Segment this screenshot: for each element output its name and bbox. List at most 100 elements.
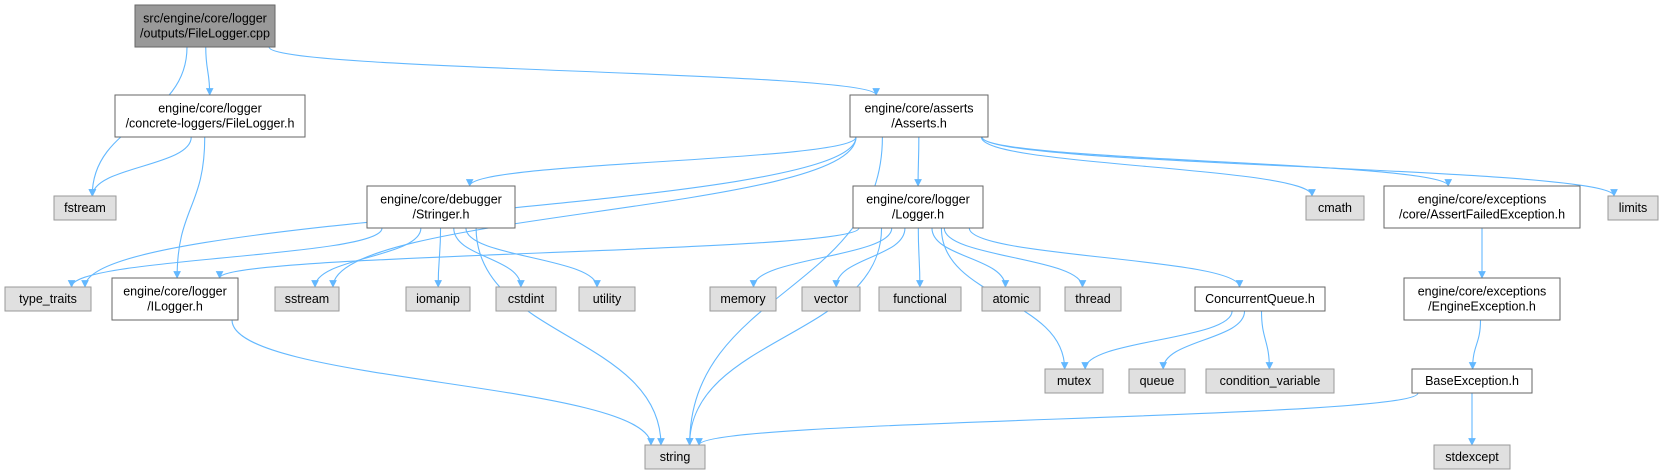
edge-asserts_h-to-cmath (980, 136, 1316, 197)
node-box-assertfailed_h (1383, 185, 1581, 229)
node-logger_h[interactable]: engine/core/logger/Logger.h (852, 185, 984, 229)
node-root[interactable]: src/engine/core/logger/outputs/FileLogge… (134, 4, 276, 48)
node-label-queue-0: queue (1140, 374, 1175, 388)
edge-root-to-filelogger_h (205, 46, 214, 96)
edge-root-to-asserts_h (268, 46, 880, 96)
node-label-cstdint-0: cstdint (508, 292, 545, 306)
node-label-ilogger_h-1: /ILogger.h (147, 300, 203, 314)
edge-engineexception_h-to-baseexception_h (1468, 319, 1482, 370)
node-concurrentqueue_h[interactable]: ConcurrentQueue.h (1194, 286, 1326, 312)
edge-logger_h-to-ilogger_h (215, 227, 860, 279)
node-box-condition_variable (1205, 368, 1335, 394)
node-cmath: cmath (1305, 195, 1365, 221)
node-label-sstream-0: sstream (285, 292, 329, 306)
node-box-atomic (981, 286, 1041, 312)
edges-layer (67, 46, 1618, 446)
node-label-root-0: src/engine/core/logger (143, 12, 267, 26)
node-label-iomanip-0: iomanip (416, 292, 460, 306)
node-box-stringer_h (366, 185, 516, 229)
edge-logger_h-to-memory (749, 227, 893, 288)
node-stringer_h[interactable]: engine/core/debugger/Stringer.h (366, 185, 516, 229)
node-label-fstream-0: fstream (64, 201, 106, 215)
node-box-cmath (1305, 195, 1365, 221)
edge-asserts_h-to-limits (981, 136, 1618, 197)
node-label-vector-0: vector (814, 292, 848, 306)
node-ilogger_h[interactable]: engine/core/logger/ILogger.h (111, 277, 239, 321)
node-assertfailed_h[interactable]: engine/core/exceptions/core/AssertFailed… (1383, 185, 1581, 229)
node-queue: queue (1128, 368, 1186, 394)
node-vector: vector (801, 286, 861, 312)
node-label-asserts_h-1: /Asserts.h (891, 117, 947, 131)
node-label-limits-0: limits (1619, 201, 1647, 215)
node-iomanip: iomanip (405, 286, 471, 312)
node-box-vector (801, 286, 861, 312)
node-functional: functional (878, 286, 962, 312)
node-box-functional (878, 286, 962, 312)
node-box-memory (709, 286, 777, 312)
edge-filelogger_h-to-fstream (88, 136, 192, 197)
node-label-condition_variable-0: condition_variable (1220, 374, 1321, 388)
node-engineexception_h[interactable]: engine/core/exceptions/EngineException.h (1403, 277, 1561, 321)
node-baseexception_h[interactable]: BaseException.h (1411, 368, 1533, 394)
node-type_traits: type_traits (4, 286, 92, 312)
node-label-asserts_h-0: engine/core/asserts (864, 102, 973, 116)
node-box-queue (1128, 368, 1186, 394)
node-box-utility (578, 286, 636, 312)
node-label-type_traits-0: type_traits (19, 292, 77, 306)
node-filelogger_h[interactable]: engine/core/logger/concrete-loggers/File… (114, 94, 306, 138)
node-box-logger_h (852, 185, 984, 229)
node-label-baseexception_h-0: BaseException.h (1425, 374, 1519, 388)
node-box-thread (1064, 286, 1122, 312)
node-label-logger_h-1: /Logger.h (892, 208, 944, 222)
edge-stringer_h-to-sstream (311, 227, 422, 288)
node-label-utility-0: utility (593, 292, 622, 306)
edge-logger_h-to-string (685, 227, 883, 446)
node-memory: memory (709, 286, 777, 312)
node-box-stdexcept (1433, 444, 1511, 470)
node-cstdint: cstdint (495, 286, 557, 312)
nodes-layer: src/engine/core/logger/outputs/FileLogge… (4, 4, 1659, 470)
edge-stringer_h-to-utility (465, 227, 601, 288)
node-box-limits (1607, 195, 1659, 221)
node-label-cmath-0: cmath (1318, 201, 1352, 215)
edge-logger_h-to-thread (943, 227, 1087, 288)
node-fstream: fstream (53, 195, 117, 221)
edge-logger_h-to-vector (832, 227, 906, 288)
node-label-engineexception_h-1: /EngineException.h (1428, 300, 1536, 314)
node-string: string (644, 444, 706, 470)
node-label-assertfailed_h-1: /core/AssertFailedException.h (1399, 208, 1565, 222)
node-label-assertfailed_h-0: engine/core/exceptions (1418, 193, 1547, 207)
node-box-engineexception_h (1403, 277, 1561, 321)
node-label-ilogger_h-0: engine/core/logger (123, 285, 227, 299)
node-label-atomic-0: atomic (993, 292, 1030, 306)
edge-logger_h-to-functional (916, 227, 924, 288)
edge-logger_h-to-atomic (931, 227, 1010, 288)
edge-asserts_h-to-stringer_h (465, 136, 857, 187)
node-mutex: mutex (1044, 368, 1104, 394)
node-box-baseexception_h (1411, 368, 1533, 394)
node-label-logger_h-0: engine/core/logger (866, 193, 970, 207)
node-box-iomanip (405, 286, 471, 312)
node-thread: thread (1064, 286, 1122, 312)
node-box-asserts_h (849, 94, 989, 138)
edge-concurrentqueue_h-to-condition_variable (1260, 310, 1274, 370)
node-label-stringer_h-0: engine/core/debugger (380, 193, 502, 207)
edge-asserts_h-to-assertfailed_h (981, 136, 1452, 187)
node-box-cstdint (495, 286, 557, 312)
node-asserts_h[interactable]: engine/core/asserts/Asserts.h (849, 94, 989, 138)
edge-asserts_h-to-logger_h (914, 136, 922, 187)
edge-stringer_h-to-cstdint (453, 227, 525, 288)
node-box-mutex (1044, 368, 1104, 394)
node-stdexcept: stdexcept (1433, 444, 1511, 470)
node-label-concurrentqueue_h-0: ConcurrentQueue.h (1205, 292, 1315, 306)
node-box-fstream (53, 195, 117, 221)
node-box-string (644, 444, 706, 470)
node-condition_variable: condition_variable (1205, 368, 1335, 394)
edge-filelogger_h-to-ilogger_h (173, 136, 206, 279)
node-box-root (134, 4, 276, 48)
node-box-sstream (274, 286, 340, 312)
node-label-stdexcept-0: stdexcept (1445, 450, 1499, 464)
edge-logger_h-to-concurrentqueue_h (968, 227, 1244, 288)
node-atomic: atomic (981, 286, 1041, 312)
